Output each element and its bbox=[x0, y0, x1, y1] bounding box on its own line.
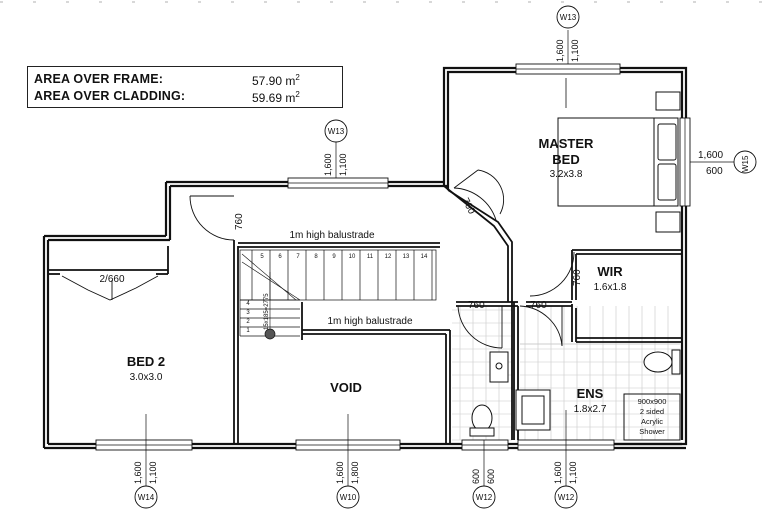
room-name-void: VOID bbox=[330, 380, 362, 395]
room-name-master-bed: BED bbox=[552, 152, 579, 167]
area-frame-value: 57.90 m2 bbox=[252, 73, 300, 88]
svg-text:1,100: 1,100 bbox=[570, 39, 580, 62]
svg-text:1,600: 1,600 bbox=[335, 461, 345, 484]
room-size-ens: 1.8x2.7 bbox=[574, 404, 607, 415]
window-tag-w10: W10 1,600 1,800 bbox=[335, 458, 360, 509]
stair-number: 8 bbox=[314, 254, 318, 260]
internal-walls bbox=[48, 185, 682, 444]
stair-number: 11 bbox=[367, 254, 374, 260]
stair-number: 4 bbox=[246, 301, 250, 307]
area-cladding-label: AREA OVER CLADDING: bbox=[34, 89, 186, 103]
shower-note-4: Shower bbox=[639, 427, 665, 436]
svg-text:W10: W10 bbox=[340, 493, 357, 502]
master-bed-furniture bbox=[557, 78, 681, 233]
svg-text:600: 600 bbox=[471, 469, 481, 484]
balustrade-label-mid: 1m high balustrade bbox=[327, 316, 412, 327]
stair-number: 9 bbox=[332, 254, 336, 260]
svg-text:1,600: 1,600 bbox=[553, 461, 563, 484]
stair-numbers-upper: 5 6 7 8 9 10 11 12 13 14 bbox=[260, 254, 428, 260]
svg-text:W12: W12 bbox=[476, 493, 493, 502]
wardrobe-door-label: 2/660 bbox=[99, 274, 124, 285]
window-tag-w13-top: W13 1,600 1,100 bbox=[555, 5, 580, 64]
svg-text:600: 600 bbox=[486, 469, 496, 484]
svg-text:1,600: 1,600 bbox=[698, 150, 723, 161]
svg-text:W13: W13 bbox=[560, 13, 577, 22]
stair-number: 6 bbox=[278, 254, 282, 260]
room-size-master: 3.2x3.8 bbox=[550, 169, 583, 180]
door-size-ens-right: 760 bbox=[530, 300, 547, 311]
area-frame-label: AREA OVER FRAME: bbox=[34, 72, 164, 86]
stair-numbers-lower: 1 2 3 4 bbox=[246, 301, 250, 334]
stair-number: 14 bbox=[421, 254, 428, 260]
svg-text:1,100: 1,100 bbox=[338, 153, 348, 176]
stair-number: 2 bbox=[246, 319, 250, 325]
room-size-wir: 1.6x1.8 bbox=[594, 282, 627, 293]
svg-text:W12: W12 bbox=[558, 493, 575, 502]
stair-number: 7 bbox=[296, 254, 300, 260]
room-name-ens: ENS bbox=[577, 386, 604, 401]
window-tag-w14: W14 1,600 1,100 bbox=[133, 458, 158, 509]
window-tag-w13-mid: W13 1,600 1,100 bbox=[323, 119, 348, 178]
stair-number: 10 bbox=[349, 254, 356, 260]
area-cladding-value: 59.69 m2 bbox=[252, 90, 300, 105]
svg-text:1,800: 1,800 bbox=[350, 461, 360, 484]
door-swings bbox=[61, 169, 575, 349]
area-summary-box: AREA OVER FRAME: 57.90 m2 AREA OVER CLAD… bbox=[27, 66, 343, 108]
window-tag-w15: W15 1,600 600 bbox=[690, 150, 757, 177]
room-name-bed2: BED 2 bbox=[127, 354, 165, 369]
shower-note-3: Acrylic bbox=[641, 417, 663, 426]
svg-text:1,600: 1,600 bbox=[323, 153, 333, 176]
svg-text:1,100: 1,100 bbox=[148, 461, 158, 484]
door-size-master: 760 bbox=[459, 196, 477, 216]
svg-text:1,600: 1,600 bbox=[555, 39, 565, 62]
door-size-wir: 760 bbox=[572, 269, 583, 286]
room-name-master: MASTER bbox=[539, 136, 595, 151]
door-size-bed2: 760 bbox=[234, 213, 245, 230]
stair-number: 3 bbox=[246, 310, 250, 316]
svg-text:W13: W13 bbox=[328, 127, 345, 136]
stair-number: 5 bbox=[260, 254, 264, 260]
balustrade-label-top: 1m high balustrade bbox=[289, 230, 374, 241]
window-tag-w12-right: W12 1,600 1,100 bbox=[553, 458, 578, 509]
door-size-ens-left: 760 bbox=[468, 300, 485, 311]
svg-text:1,600: 1,600 bbox=[133, 461, 143, 484]
stair-rise-note: 15x185=2775 bbox=[264, 293, 270, 330]
svg-text:600: 600 bbox=[706, 166, 723, 177]
stair-number: 12 bbox=[385, 254, 392, 260]
svg-text:W14: W14 bbox=[138, 493, 155, 502]
staircase bbox=[239, 249, 437, 340]
shower-note-1: 900x900 bbox=[638, 397, 667, 406]
ensuite-fixtures bbox=[469, 349, 681, 441]
room-name-wir: WIR bbox=[597, 264, 623, 279]
svg-text:1,100: 1,100 bbox=[568, 461, 578, 484]
svg-text:W15: W15 bbox=[741, 155, 750, 172]
shower-note-2: 2 sided bbox=[640, 407, 664, 416]
stair-number: 13 bbox=[403, 254, 410, 260]
room-size-bed2: 3.0x3.0 bbox=[130, 372, 163, 383]
window-tag-w12-left: W12 600 600 bbox=[471, 458, 496, 509]
stair-number: 1 bbox=[246, 328, 250, 334]
